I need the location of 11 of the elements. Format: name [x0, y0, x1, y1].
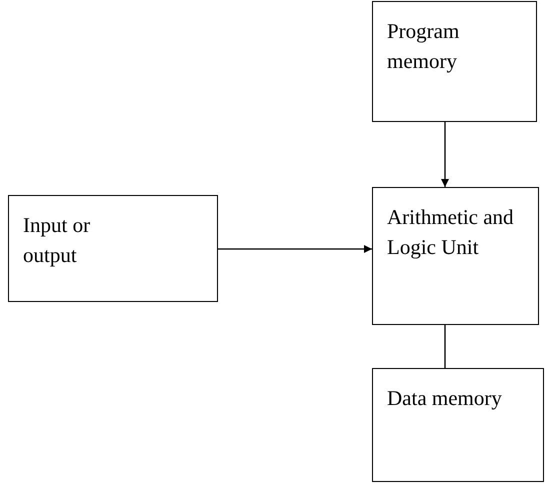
box-label: Input or output: [23, 212, 92, 269]
arrow: [441, 122, 449, 187]
process-box: [8, 195, 218, 302]
connector-line: [444, 325, 446, 368]
box-label: Program memory: [387, 18, 460, 75]
process-box: [372, 368, 544, 482]
box-label: Arithmetic and Logic Unit: [387, 204, 515, 261]
box-label: Data memory: [387, 385, 503, 412]
arrow: [218, 245, 372, 253]
process-box: [372, 187, 539, 325]
process-box: [372, 1, 537, 122]
